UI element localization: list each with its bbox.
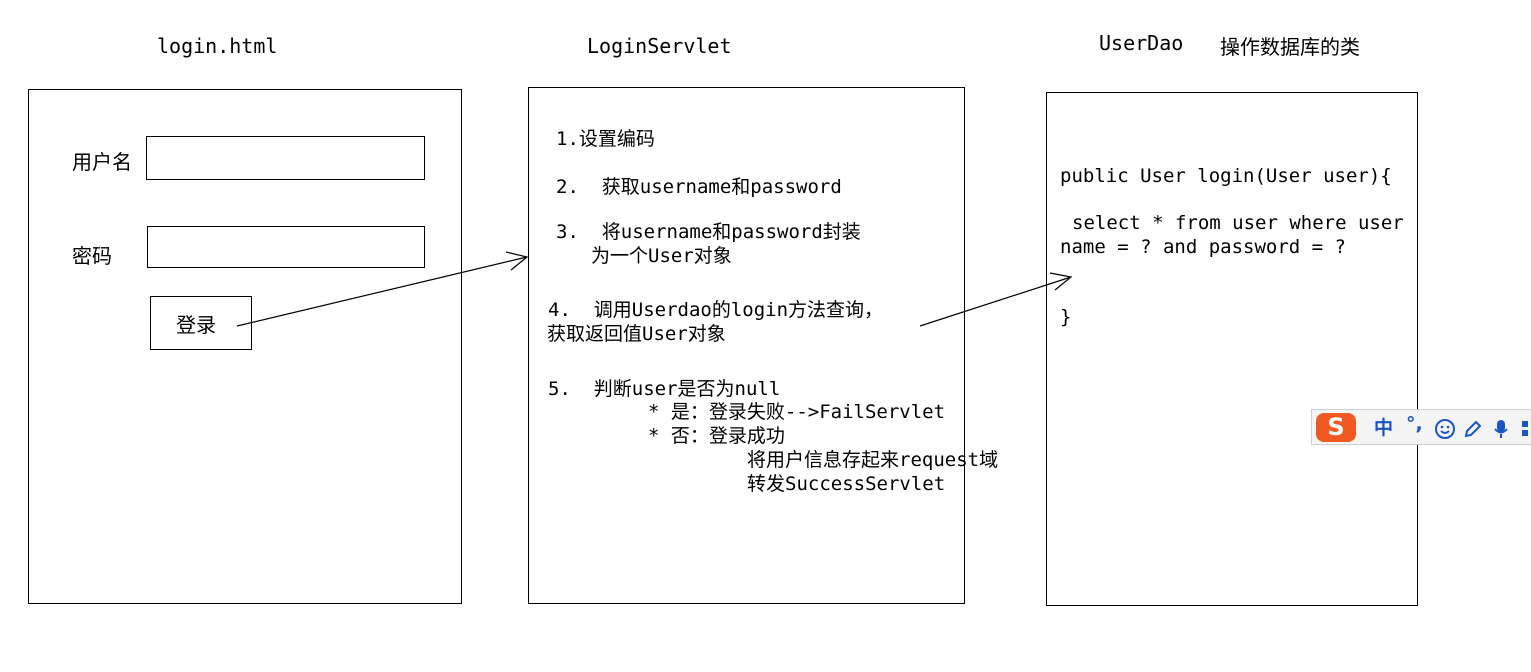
- code-sql-line-1: select * from user where user: [1072, 212, 1404, 234]
- username-input[interactable]: [146, 136, 425, 180]
- ime-toolbar[interactable]: S 中 °,: [1311, 409, 1531, 445]
- step-5-forward: 转发SuccessServlet: [747, 473, 946, 495]
- password-input[interactable]: [147, 226, 425, 268]
- step-4-cont: 获取返回值User对象: [547, 323, 726, 345]
- step-5-no: * 否：登录成功: [648, 425, 785, 447]
- userdao-box: [1046, 92, 1418, 606]
- code-sql-line-2: name = ? and password = ?: [1060, 236, 1346, 258]
- arrow-head-2: [1049, 272, 1073, 291]
- microphone-icon[interactable]: [1492, 418, 1510, 440]
- step-2: 2. 获取username和password: [556, 176, 842, 198]
- login-html-title: login.html: [157, 34, 278, 58]
- step-5-store: 将用户信息存起来request域: [747, 449, 999, 471]
- login-page-box: [28, 89, 462, 604]
- step-3: 3. 将username和password封装: [556, 221, 861, 243]
- step-5-yes: * 是：登录失败-->FailServlet: [648, 401, 946, 423]
- sogou-logo-icon[interactable]: S: [1316, 413, 1356, 442]
- step-4: 4. 调用Userdao的login方法查询，: [548, 299, 884, 321]
- ime-mode-toggle[interactable]: 中: [1374, 417, 1394, 439]
- step-5: 5. 判断user是否为null: [548, 378, 781, 400]
- arrow-servlet-to-dao: [919, 276, 1072, 327]
- code-close-brace: }: [1060, 306, 1072, 328]
- login-servlet-box: [528, 87, 965, 604]
- login-button[interactable]: 登录: [150, 296, 252, 350]
- step-1: 1.设置编码: [556, 128, 655, 150]
- grid-icon[interactable]: [1520, 419, 1531, 439]
- password-label: 密码: [72, 244, 112, 268]
- login-servlet-title: LoginServlet: [587, 34, 732, 58]
- step-3-cont: 为一个User对象: [591, 245, 732, 267]
- userdao-title: UserDao: [1099, 31, 1184, 55]
- ime-punctuation-toggle[interactable]: °,: [1406, 413, 1423, 435]
- login-button-label: 登录: [176, 312, 216, 337]
- code-method-signature: public User login(User user){: [1060, 165, 1392, 187]
- userdao-subtitle: 操作数据库的类: [1220, 35, 1360, 59]
- arrow-head-1: [505, 251, 529, 271]
- smiley-icon[interactable]: [1434, 418, 1456, 440]
- arrow-login-to-servlet: [236, 256, 528, 327]
- username-label: 用户名: [72, 150, 132, 174]
- pen-icon[interactable]: [1462, 418, 1484, 440]
